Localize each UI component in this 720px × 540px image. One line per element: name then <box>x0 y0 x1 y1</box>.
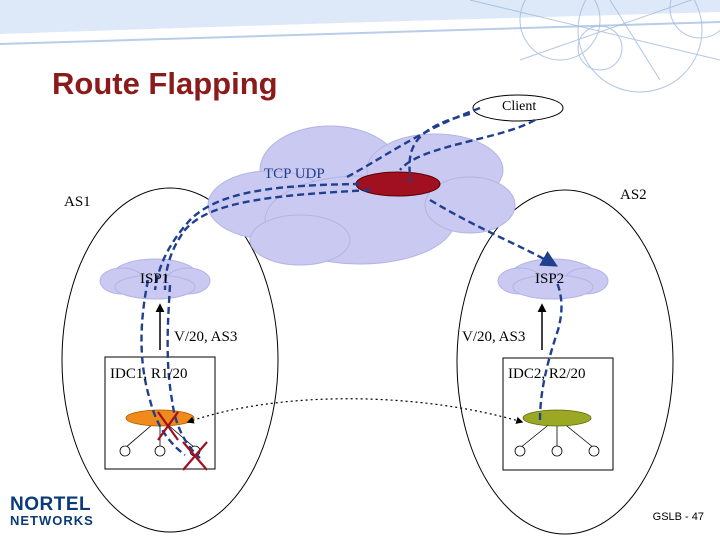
path-cloud-to-isp1-b <box>163 188 371 291</box>
isp1-label: ISP1 <box>140 271 170 287</box>
logo-line-1: NORTEL <box>10 494 92 515</box>
path-cloud-to-isp1 <box>153 182 361 291</box>
idc2-box <box>502 357 614 471</box>
idc2-label: IDC2, R2/20 <box>508 366 586 382</box>
header-banner <box>0 0 720 93</box>
nortel-logo: NORTEL NETWORKS <box>10 495 94 527</box>
path-client-to-cloud-a <box>344 106 481 180</box>
idc2-host <box>514 445 526 457</box>
idc1-box <box>104 356 216 470</box>
isp2-label: ISP2 <box>535 271 565 287</box>
idc2-network <box>514 409 600 457</box>
client-node <box>472 94 564 122</box>
failure-x-icon <box>157 411 179 441</box>
as1-label: AS1 <box>64 194 91 210</box>
idc2-router <box>522 409 592 427</box>
route-announcement-arrows <box>155 303 547 350</box>
isp2-cloud <box>497 258 609 300</box>
path-idc2-up <box>538 279 563 421</box>
client-label: Client <box>502 99 537 114</box>
cloud-label: TCP UDP <box>264 166 325 182</box>
path-isp1-to-idc1-b <box>166 284 201 459</box>
idc2-host <box>551 445 563 457</box>
path-isp1-to-idc1 <box>140 279 186 456</box>
as2-label: AS2 <box>620 187 647 203</box>
as2-boundary <box>456 189 674 535</box>
idc2-host <box>588 445 600 457</box>
idc1-host <box>119 445 131 457</box>
failure-x-icon <box>182 441 208 471</box>
announce-left-label: V/20, AS3 <box>174 329 238 345</box>
as1-boundary <box>61 187 279 533</box>
idc1-label: IDC1, R1/20 <box>110 366 188 382</box>
traffic-paths <box>140 106 563 459</box>
slide-title: Route Flapping <box>52 66 278 101</box>
core-router <box>355 171 441 197</box>
internet-cloud <box>207 125 516 266</box>
idc-sync-link <box>186 398 524 424</box>
path-cloud-to-isp2 <box>429 198 558 267</box>
announce-right-label: V/20, AS3 <box>462 329 526 345</box>
page-number: GSLB - 47 <box>652 511 704 523</box>
failure-marks <box>157 411 208 471</box>
idc1-host <box>154 445 166 457</box>
path-client-to-cloud-c <box>408 112 471 183</box>
logo-line-2: NETWORKS <box>10 513 94 528</box>
